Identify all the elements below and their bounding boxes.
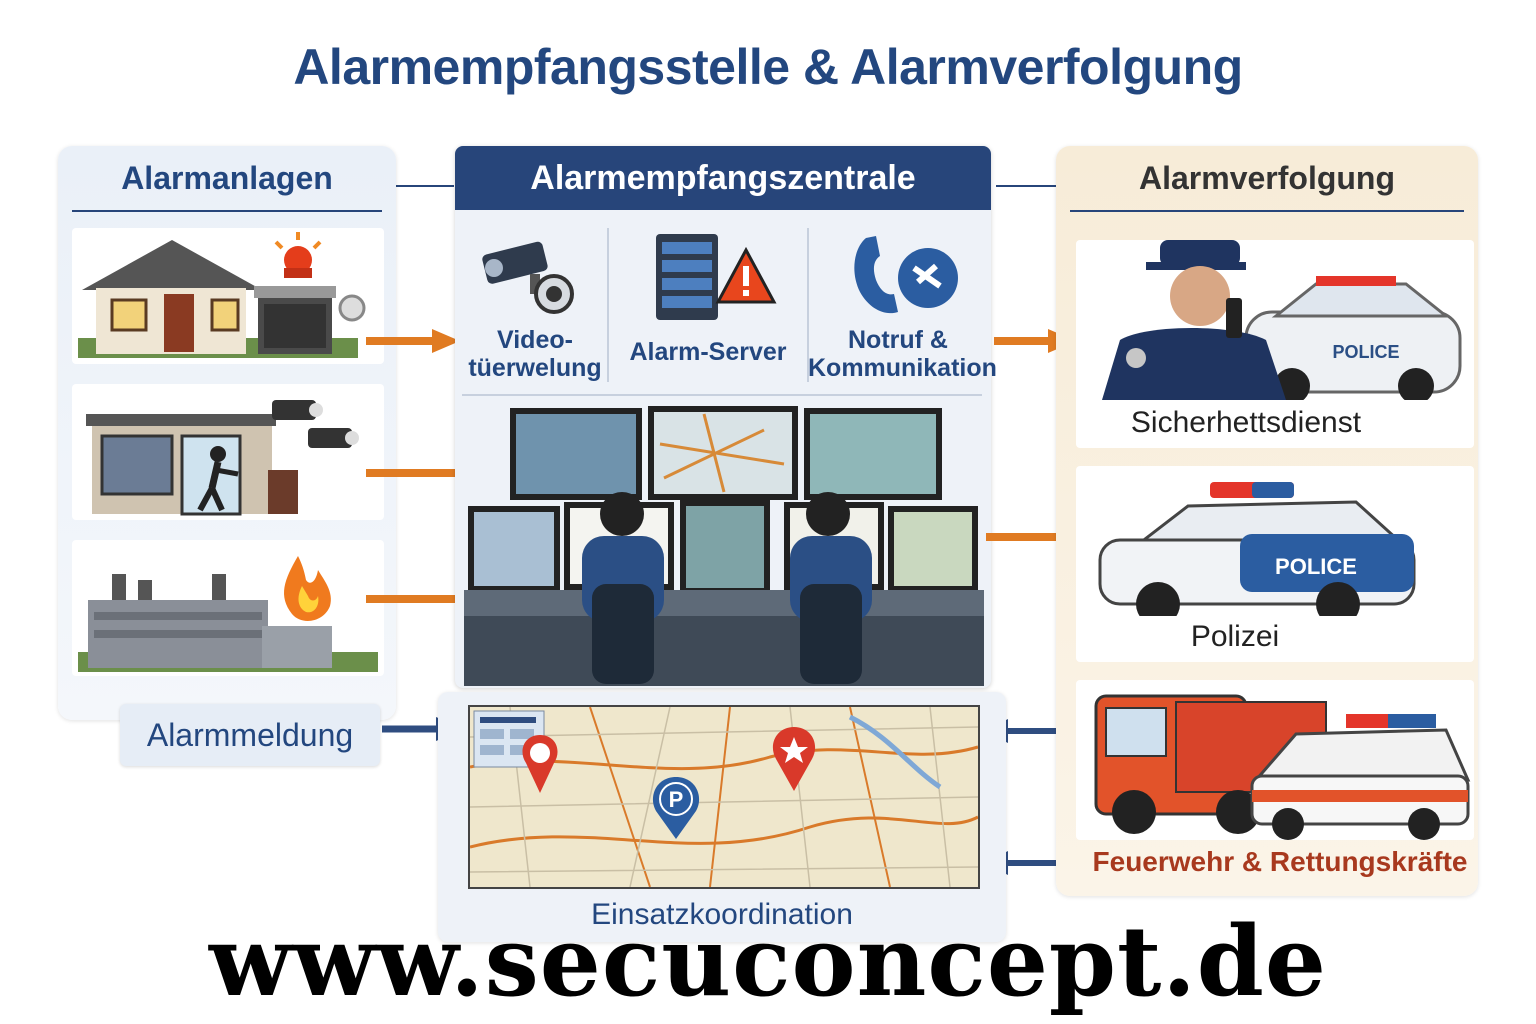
feuerwehr-label: Feuerwehr & Rettungskräfte [1092, 846, 1468, 877]
police-card: POLICE Polizei [1076, 466, 1474, 662]
shop-burglary-icon [86, 400, 359, 516]
alarmverfolgung-header: Alarmverfolgung [1138, 160, 1396, 196]
video-label: Video- tüerwelung [468, 326, 602, 382]
notruf-label: Notruf & Kommunikation [808, 326, 997, 382]
divider [807, 228, 809, 382]
house-card [72, 228, 384, 364]
header-underline [72, 210, 382, 212]
shop-card [72, 384, 384, 520]
city-map: P [468, 705, 980, 889]
house-icon [78, 232, 366, 358]
connector-line [996, 185, 1070, 187]
factory-card [72, 540, 384, 676]
pin-letter: P [669, 787, 684, 812]
security-label: Sicherhettsdienst [1130, 406, 1362, 439]
alarm-server-label: Alarm-Server [629, 338, 787, 366]
phone-icon [854, 236, 958, 314]
divider [462, 394, 982, 396]
alarmempfangszentrale-header: Alarmempfangszentrale [455, 146, 991, 210]
server-alert-icon [656, 234, 777, 320]
connector-line [378, 185, 454, 187]
police-text: POLICE [1275, 554, 1357, 579]
website-watermark: www.secuconcept.de [209, 905, 1327, 1018]
divider [607, 228, 609, 382]
page-title: Alarmempfangsstelle & Alarmverfolgung [293, 39, 1243, 95]
arrow-right-icon [366, 329, 460, 353]
security-card: POLICE Sicherhettsdienst [1076, 240, 1474, 448]
alarmanlagen-header: Alarmanlagen [121, 160, 333, 196]
factory-fire-icon [78, 556, 378, 672]
alarmmeldung-badge: Alarmmeldung [120, 704, 380, 766]
control-room-icon [464, 406, 984, 686]
police-car-icon: POLICE [1098, 482, 1416, 626]
map-icon: P [469, 706, 979, 888]
police-text: POLICE [1332, 342, 1399, 362]
header-underline [1070, 210, 1464, 212]
camera-icon [482, 241, 574, 314]
security-guard-icon: POLICE [1102, 240, 1462, 404]
einsatzkoordination-label: Einsatzkoordination [591, 898, 853, 931]
fire-rescue-card [1076, 680, 1474, 840]
polizei-label: Polizei [1190, 620, 1280, 653]
fire-truck-ambulance-icon [1094, 694, 1471, 840]
